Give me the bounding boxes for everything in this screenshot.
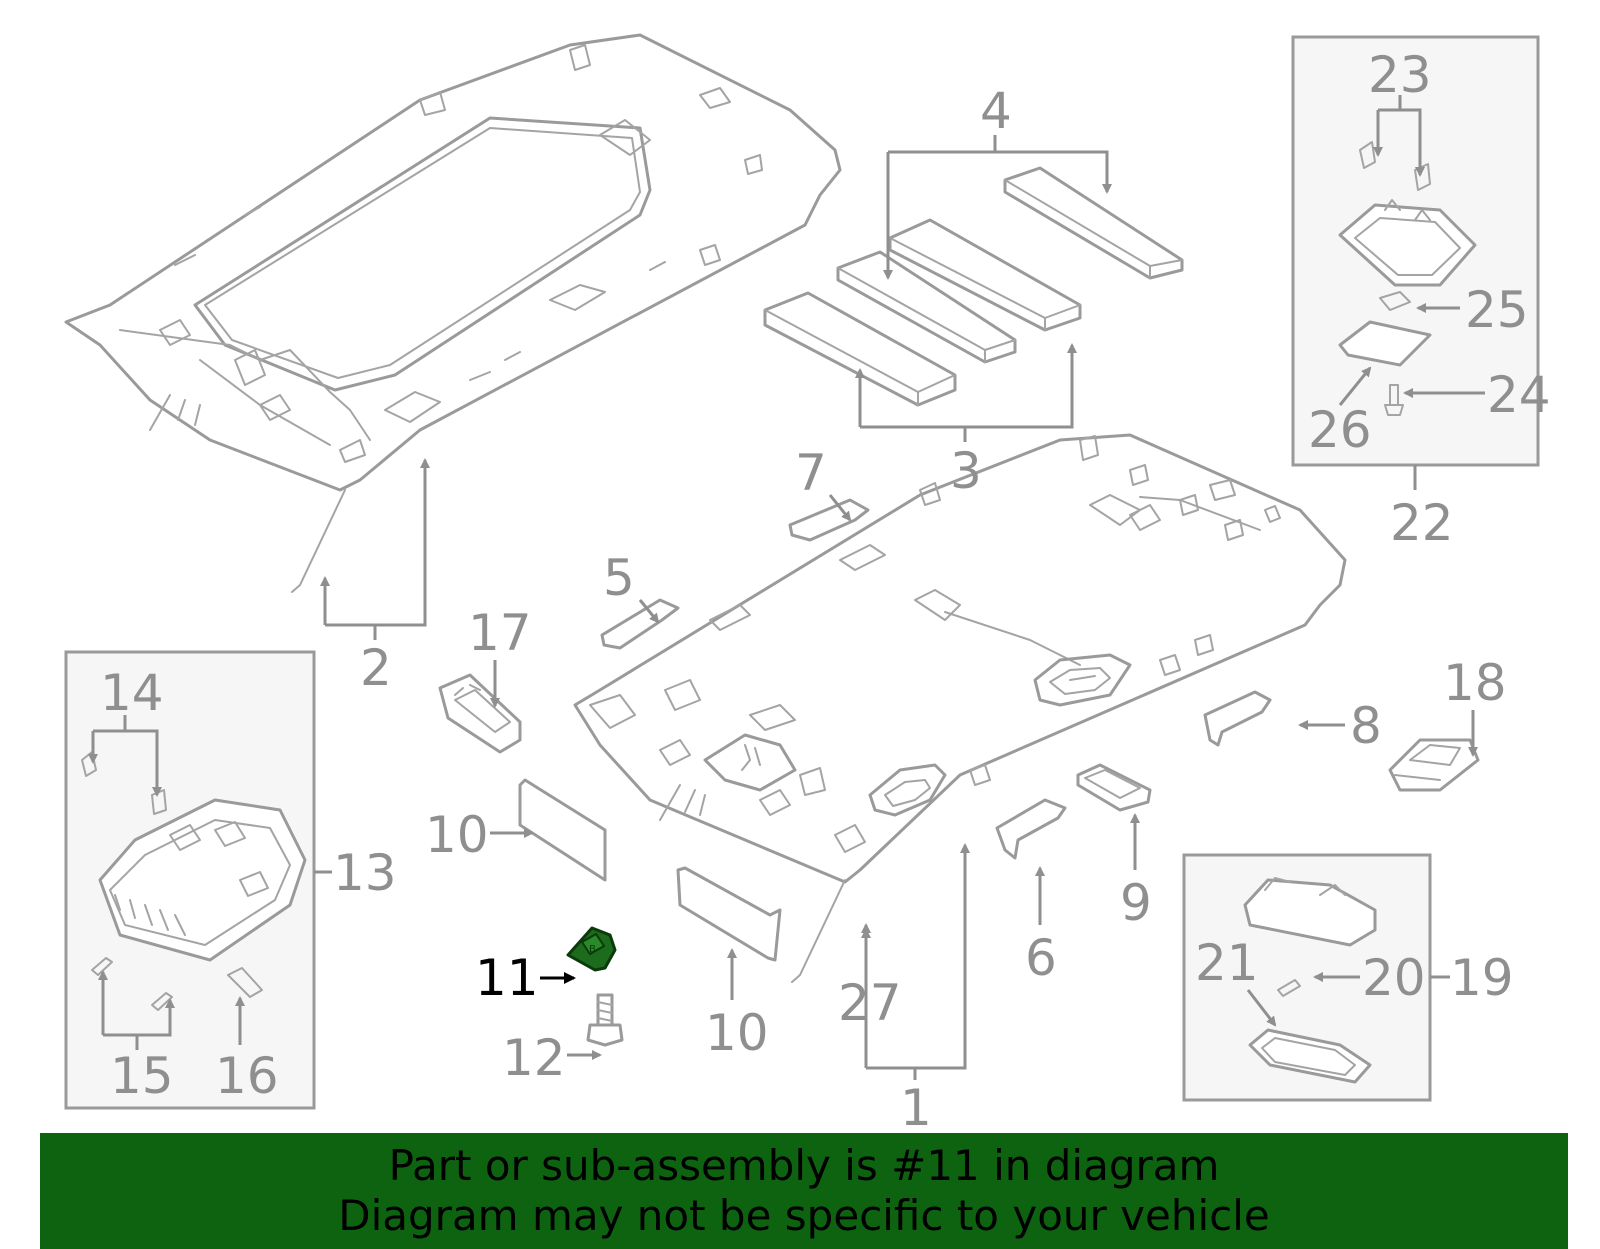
- svg-text:B: B: [589, 944, 596, 955]
- part-info-banner: Part or sub-assembly is #11 in diagram D…: [40, 1133, 1568, 1249]
- callout-3: 3: [950, 442, 982, 500]
- callout-8: 8: [1350, 697, 1382, 755]
- callout-20: 20: [1362, 949, 1426, 1007]
- callout-9: 9: [1120, 874, 1152, 932]
- callout-11: 11: [475, 949, 539, 1007]
- callout-25: 25: [1465, 281, 1529, 339]
- callout-26: 26: [1308, 401, 1372, 459]
- callout-7: 7: [795, 444, 827, 502]
- callout-10b: 10: [705, 1004, 769, 1062]
- callout-16: 16: [215, 1047, 279, 1105]
- callout-15: 15: [110, 1047, 174, 1105]
- callout-27: 27: [838, 974, 902, 1032]
- callout-17: 17: [468, 604, 532, 662]
- box-19: [1182, 853, 1432, 1102]
- banner-line-2: Diagram may not be specific to your vehi…: [338, 1191, 1270, 1240]
- callout-14: 14: [100, 664, 164, 722]
- box-22: [1291, 35, 1540, 467]
- callout-23: 23: [1368, 46, 1432, 104]
- callout-24: 24: [1487, 366, 1551, 424]
- callout-6: 6: [1025, 929, 1057, 987]
- banner-line-1: Part or sub-assembly is #11 in diagram: [388, 1141, 1220, 1190]
- callout-1: 1: [900, 1079, 932, 1137]
- callout-2: 2: [360, 639, 392, 697]
- headliner-main-drawing: [573, 433, 1347, 983]
- callout-4: 4: [980, 82, 1012, 140]
- callout-22: 22: [1390, 494, 1454, 552]
- callout-19: 19: [1450, 949, 1514, 1007]
- leader-lines: [88, 95, 1485, 1080]
- callout-12: 12: [502, 1029, 566, 1087]
- small-parts-drawing: B: [438, 498, 1480, 1047]
- callout-10a: 10: [425, 806, 489, 864]
- callout-5: 5: [603, 549, 635, 607]
- roof-panels-drawing: [763, 166, 1184, 407]
- callout-21: 21: [1195, 934, 1259, 992]
- callout-13: 13: [333, 844, 397, 902]
- callout-18: 18: [1443, 654, 1507, 712]
- headliner-upper-drawing: [64, 33, 842, 593]
- callout-numbers: 1 2 3 4 5 6 7 8 9 10 10 11 12 13 14 15 1…: [100, 46, 1551, 1137]
- box-13: [64, 650, 316, 1110]
